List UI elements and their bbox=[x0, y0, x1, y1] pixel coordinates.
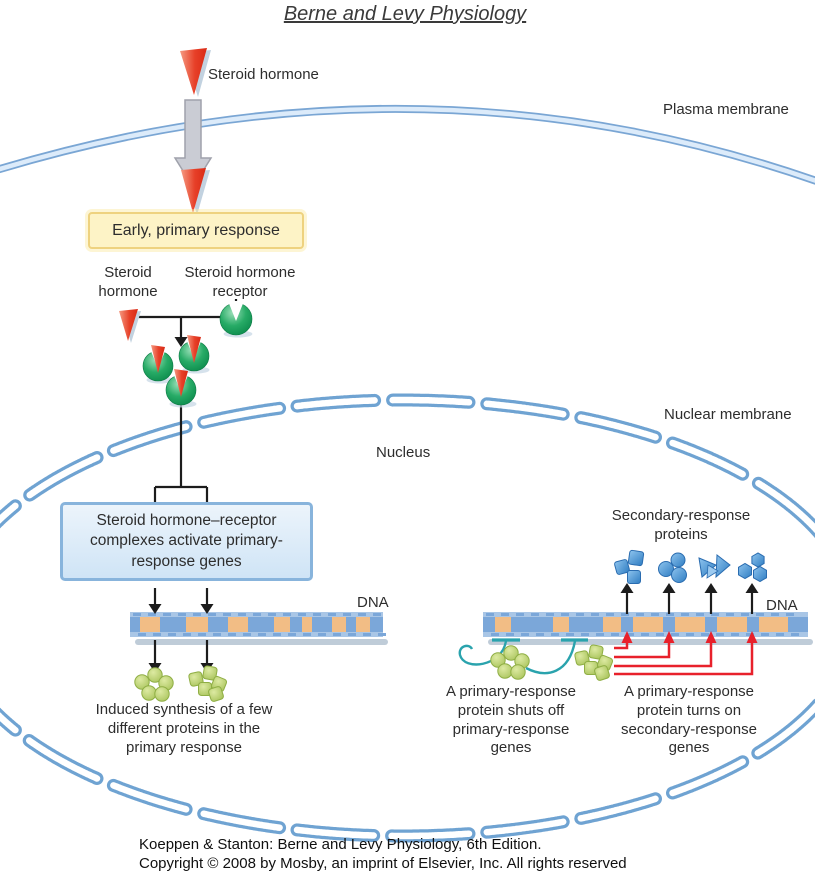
dna-right-label: DNA bbox=[766, 597, 798, 614]
secondary-protein-cluster-icon bbox=[658, 552, 687, 583]
dna-strand-right bbox=[483, 612, 813, 645]
steroid-hormone-label: Steroid hormone bbox=[98, 264, 158, 300]
steroid-hormone-triangle-icon bbox=[119, 309, 141, 343]
dna-strand-left bbox=[130, 612, 388, 645]
complexes-activate-genes-box: Steroid hormone–receptor complexes activ… bbox=[60, 502, 313, 581]
steroid-hormone-triangle-icon bbox=[180, 48, 211, 97]
figure-title: Berne and Levy Physiology bbox=[283, 3, 527, 25]
plasma-membrane-curve bbox=[0, 104, 815, 185]
credit-line2: Copyright © 2008 by Mosby, an imprint of… bbox=[139, 855, 627, 873]
nuclear-membrane-label: Nuclear membrane bbox=[664, 406, 792, 423]
early-primary-response-text: Early, primary response bbox=[112, 221, 280, 239]
activator-protein-cluster-icon bbox=[574, 644, 614, 681]
early-primary-response-box: Early, primary response bbox=[88, 212, 304, 249]
complexes-activate-genes-text: Steroid hormone–receptor complexes activ… bbox=[90, 511, 283, 570]
secondary-response-proteins-label: Secondary-response proteins bbox=[611, 507, 751, 543]
steroid-hormone-triangle-icon bbox=[181, 168, 210, 215]
secondary-protein-cluster-icon bbox=[698, 554, 731, 579]
turn-on-arrows bbox=[614, 631, 758, 676]
receptor-icon bbox=[219, 301, 253, 338]
secondary-protein-cluster-icon bbox=[614, 549, 645, 584]
steroid-hormone-receptor-label: Steroid hormone receptor bbox=[184, 264, 296, 300]
figure-credit: Koeppen & Stanton: Berne and Levy Physio… bbox=[139, 835, 627, 873]
primary-protein-cluster-icon bbox=[134, 667, 174, 702]
hormone-receptor-complex-icon bbox=[142, 345, 174, 384]
secondary-transcription-arrows bbox=[620, 583, 759, 614]
secondary-protein-cluster-icon bbox=[738, 552, 767, 583]
binding-and-activation-lines bbox=[137, 299, 238, 673]
hormone-receptor-complex-icon bbox=[165, 369, 197, 408]
nucleus-label: Nucleus bbox=[376, 444, 431, 461]
steroid-hormone-top-label: Steroid hormone bbox=[208, 66, 319, 83]
shuts-off-label: A primary-response protein shuts off pri… bbox=[445, 683, 577, 757]
turns-on-label: A primary-response protein turns on seco… bbox=[621, 683, 757, 757]
repressor-protein-cluster-icon bbox=[490, 645, 530, 680]
credit-line1: Koeppen & Stanton: Berne and Levy Physio… bbox=[139, 836, 542, 853]
induced-synthesis-label: Induced synthesis of a few different pro… bbox=[95, 701, 273, 756]
dna-left-label: DNA bbox=[357, 594, 389, 611]
primary-protein-cluster-icon bbox=[188, 665, 228, 702]
plasma-membrane-label: Plasma membrane bbox=[663, 101, 789, 118]
hormone-receptor-complex-icon bbox=[178, 335, 210, 374]
nuclear-membrane bbox=[0, 393, 815, 843]
